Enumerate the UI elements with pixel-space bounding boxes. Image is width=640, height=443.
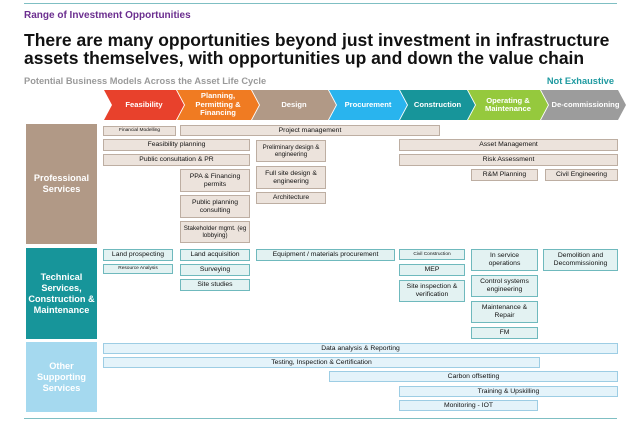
page-title: There are many opportunities beyond just… bbox=[24, 30, 610, 68]
phase-label-construction: Construction bbox=[413, 99, 462, 109]
box-mep: MEP bbox=[399, 264, 465, 276]
box-demolition: Demolition and Decommissioning bbox=[543, 249, 618, 271]
box-risk-assessment: Risk Assessment bbox=[399, 154, 618, 166]
box-carbon-offsetting: Carbon offsetting bbox=[329, 371, 618, 382]
section-kicker: Range of Investment Opportunities bbox=[24, 10, 191, 21]
not-exhaustive-note: Not Exhaustive bbox=[546, 76, 614, 86]
row-label-professional-services: Professional Services bbox=[26, 124, 97, 244]
phase-chevron-planning bbox=[177, 90, 259, 120]
box-control-systems: Control systems engineering bbox=[471, 275, 538, 297]
phase-label-procurement: Procurement bbox=[344, 99, 392, 109]
box-feasibility-planning: Feasibility planning bbox=[103, 139, 250, 151]
row-label-other-services: Other Supporting Services bbox=[26, 342, 97, 412]
bottom-rule bbox=[24, 418, 617, 419]
phase-chevron-decommissioning bbox=[541, 90, 626, 120]
top-rule bbox=[24, 3, 617, 4]
box-civil-engineering: Civil Engineering bbox=[545, 169, 618, 181]
phase-label-feasibility: Feasibility bbox=[125, 99, 163, 109]
box-site-studies: Site studies bbox=[180, 279, 250, 291]
box-data-analysis: Data analysis & Reporting bbox=[103, 343, 618, 354]
box-in-service-operations: In service operations bbox=[471, 249, 538, 271]
box-training-upskilling: Training & Upskilling bbox=[399, 386, 618, 397]
phase-label-decommissioning: De-commissioning bbox=[551, 99, 620, 109]
box-stakeholder-mgmt: Stakeholder mgmt. (eg lobbying) bbox=[180, 221, 250, 243]
box-public-consultation: Public consultation & PR bbox=[103, 154, 250, 166]
box-architecture: Architecture bbox=[256, 192, 326, 204]
box-project-management: Project management bbox=[180, 125, 440, 136]
box-testing-inspection: Testing, Inspection & Certification bbox=[103, 357, 540, 368]
box-resource-analysis: Resource Analysis bbox=[103, 264, 173, 274]
phase-chevron-operating bbox=[468, 90, 548, 120]
box-financial-modelling: Financial Modelling bbox=[103, 126, 176, 136]
box-maintenance-repair: Maintenance & Repair bbox=[471, 301, 538, 323]
phase-chevron-design bbox=[252, 90, 336, 120]
box-land-acquisition: Land acquisition bbox=[180, 249, 250, 261]
box-full-site-design: Full site design & engineering bbox=[256, 166, 326, 189]
box-ppa-financing: PPA & Financing permits bbox=[180, 169, 250, 192]
phase-chevron-feasibility bbox=[104, 90, 184, 120]
box-surveying: Surveying bbox=[180, 264, 250, 276]
box-public-planning: Public planning consulting bbox=[180, 195, 250, 218]
box-site-inspection: Site inspection & verification bbox=[399, 280, 465, 302]
box-rm-planning: R&M Planning bbox=[471, 169, 538, 181]
subtitle: Potential Business Models Across the Ass… bbox=[24, 76, 267, 86]
phase-label-design: Design bbox=[281, 99, 307, 109]
box-land-prospecting: Land prospecting bbox=[103, 249, 173, 261]
box-fm: FM bbox=[471, 327, 538, 339]
box-monitoring-iot: Monitoring - IOT bbox=[399, 400, 538, 411]
box-equipment-procurement: Equipment / materials procurement bbox=[256, 249, 395, 261]
phase-label-operating: Operating & Maintenance bbox=[485, 95, 531, 113]
phase-label-planning: Planning, Permitting & Financing bbox=[195, 91, 241, 118]
phase-chevron-procurement bbox=[329, 90, 407, 120]
phase-chevron-construction bbox=[400, 90, 475, 120]
row-label-technical-services: Technical Services, Construction & Maint… bbox=[26, 248, 97, 339]
box-civil-construction: Civil Construction bbox=[399, 249, 465, 260]
box-preliminary-design: Preliminary design & engineering bbox=[256, 140, 326, 162]
box-asset-management: Asset Management bbox=[399, 139, 618, 151]
